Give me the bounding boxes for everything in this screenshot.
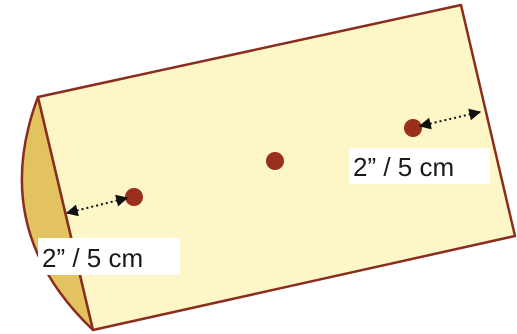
left-distance-arrow <box>65 194 129 217</box>
right-distance-arrow <box>418 108 482 130</box>
left-distance-label: 2” / 5 cm <box>42 243 143 273</box>
center-hole-dot <box>266 152 284 170</box>
left-hole-dot <box>125 188 143 206</box>
right-label-background <box>349 148 490 184</box>
left-label-background <box>38 238 180 275</box>
right-hole-dot <box>404 119 422 137</box>
right-distance-label: 2” / 5 cm <box>353 152 454 182</box>
